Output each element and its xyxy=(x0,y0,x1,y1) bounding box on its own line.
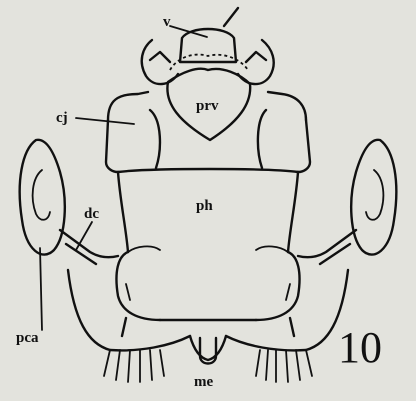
right-lateral-apparatus xyxy=(290,140,396,350)
label-cj: cj xyxy=(56,110,68,126)
me-structure xyxy=(190,336,226,364)
label-pca: pca xyxy=(16,330,39,346)
label-dc: dc xyxy=(84,206,99,222)
label-me: me xyxy=(194,374,213,390)
figure-number: 10 xyxy=(338,323,382,372)
left-fringe xyxy=(104,336,190,382)
label-ph: ph xyxy=(196,198,213,214)
ph-body xyxy=(116,172,299,320)
left-lateral-apparatus xyxy=(20,140,126,350)
right-fringe xyxy=(226,336,312,382)
label-v: v xyxy=(163,14,171,30)
label-prv: prv xyxy=(196,98,219,114)
